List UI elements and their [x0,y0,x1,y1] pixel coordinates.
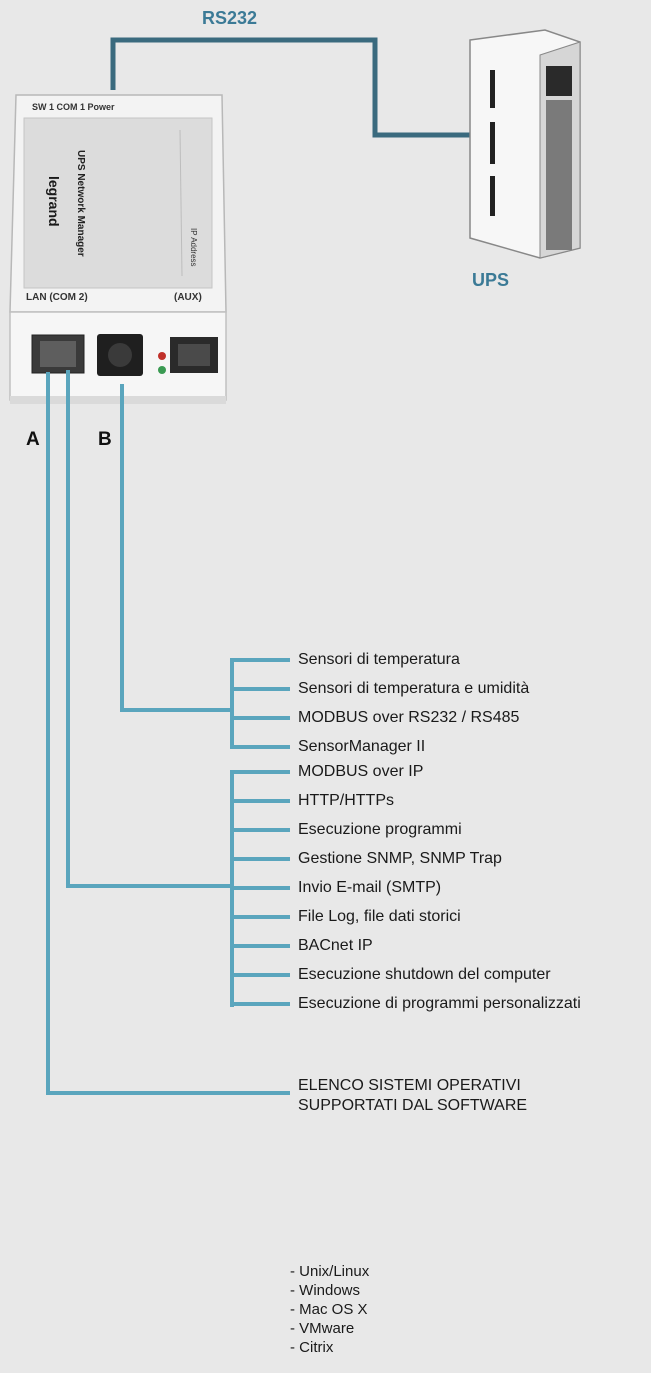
network-manager-device [9,94,227,404]
port-b-line [120,384,232,712]
device-product-name: UPS Network Manager [75,150,86,257]
group-lan-item: MODBUS over IP [298,763,424,780]
device-ip-address: IP Address [189,228,198,267]
rs232-cable [110,37,470,138]
group-lan-item: Gestione SNMP, SNMP Trap [298,850,502,867]
group-lan-item: Esecuzione programmi [298,821,462,838]
os-list-item: - Windows [290,1282,361,1299]
port-a-line [46,372,290,1095]
group-b-item: SensorManager II [298,738,426,755]
group-lan-item: Esecuzione di programmi personalizzati [298,995,581,1012]
group-lan-item: HTTP/HTTPs [298,792,394,809]
group-lan-item: File Log, file dati storici [298,908,461,925]
os-list-item: - Mac OS X [290,1301,368,1318]
group-lan-branches [230,770,290,1006]
device-brand: legrand [46,176,62,227]
group-b-item: MODBUS over RS232 / RS485 [298,709,520,726]
device-bottom-ports: LAN (COM 2) [26,292,88,303]
os-section-title-line1: ELENCO SISTEMI OPERATIVI [298,1077,521,1094]
group-lan-item: Esecuzione shutdown del computer [298,966,551,983]
group-b-item: Sensori di temperatura [298,651,460,668]
device-aux-label: (AUX) [174,292,202,303]
device-top-ports: SW 1 COM 1 Power [32,102,115,112]
os-list-item: - Citrix [290,1339,334,1356]
os-list-item: - VMware [290,1320,355,1337]
rs232-label: RS232 [202,8,258,28]
port-b-label: B [98,429,112,450]
os-list-item: - Unix/Linux [290,1263,370,1280]
group-lan-item: BACnet IP [298,937,373,954]
port-a-label: A [26,429,40,450]
lan-line [66,370,232,888]
group-lan-item: Invio E-mail (SMTP) [298,879,442,896]
os-section-title-line2: SUPPORTATI DAL SOFTWARE [298,1097,528,1114]
ups-cabinet [469,29,581,259]
group-b-branches [230,658,290,749]
group-b-item: Sensori di temperatura e umidità [298,680,530,697]
ups-label: UPS [472,270,510,290]
